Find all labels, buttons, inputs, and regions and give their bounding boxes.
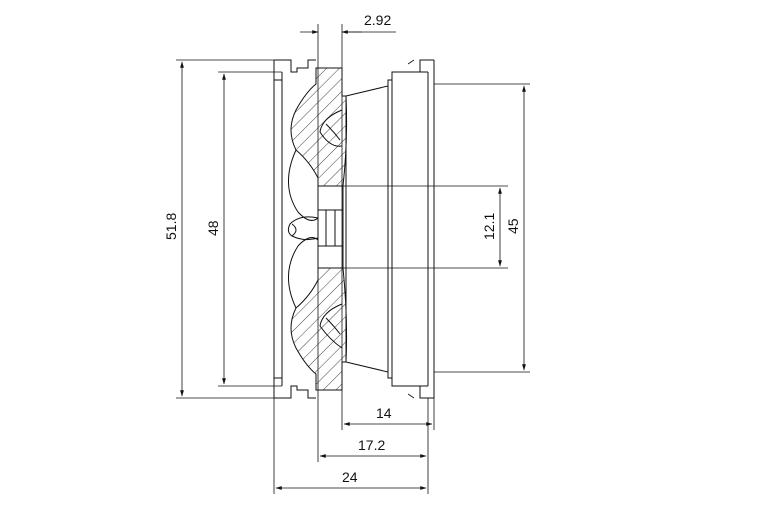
dim-2-92: 2.92 [300,12,396,34]
dim-51-8-label: 51.8 [163,213,179,240]
dim-12-1: 12.1 [481,187,502,267]
dim-45: 45 [434,83,530,373]
dim-2-92-label: 2.92 [364,12,391,28]
hatched-body-upper [290,67,348,187]
dim-14-label: 14 [376,405,392,421]
dim-48-label: 48 [205,220,221,236]
dim-24: 24 [273,398,429,494]
dim-17-2: 17.2 [319,398,429,462]
hatched-body-lower [290,267,348,391]
dim-24-label: 24 [342,469,358,485]
dim-45-label: 45 [505,218,521,234]
dim-48: 48 [205,71,282,387]
dim-17-2-label: 17.2 [358,437,385,453]
dim-12-1-label: 12.1 [481,213,497,240]
section-view [273,24,508,462]
dim-51-8: 51.8 [163,59,274,399]
dim-14: 14 [343,398,435,430]
